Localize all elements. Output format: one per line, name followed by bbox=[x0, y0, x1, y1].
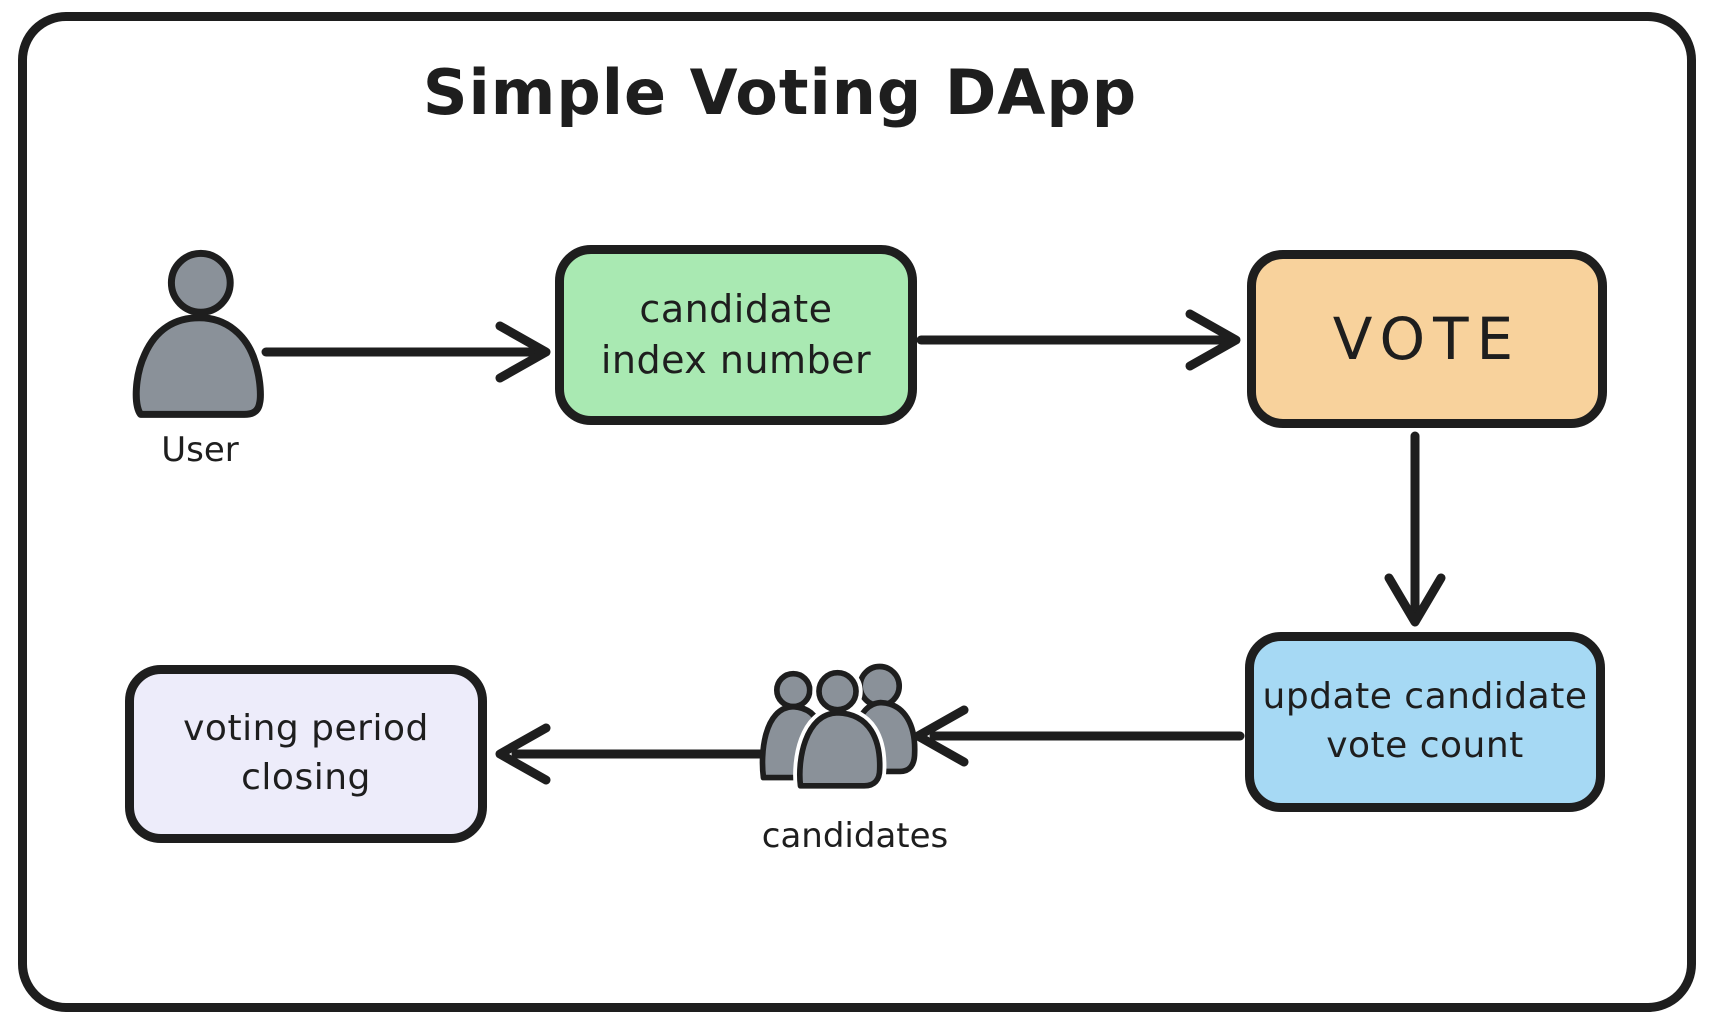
node-vote-label: VOTE bbox=[1332, 305, 1522, 373]
node-vote: VOTE bbox=[1247, 250, 1607, 428]
candidates-label: candidates bbox=[761, 816, 949, 856]
people-group-icon bbox=[759, 663, 918, 792]
node-update-count-line2: vote count bbox=[1326, 725, 1524, 766]
node-candidate-index-line2: index number bbox=[600, 338, 872, 382]
node-candidate-index-line1: candidate bbox=[639, 286, 833, 331]
node-voting-period-line1: voting period bbox=[183, 708, 429, 750]
node-update-candidate-vote-count: update candidate vote count bbox=[1245, 632, 1605, 812]
node-candidate-index-number: candidate index number bbox=[555, 245, 917, 425]
user-label: User bbox=[161, 430, 239, 470]
diagram-title: Simple Voting DApp bbox=[422, 56, 1138, 129]
node-update-count-line1: update candidate bbox=[1262, 676, 1588, 718]
diagram-border bbox=[18, 12, 1696, 1012]
person-icon bbox=[132, 249, 264, 418]
node-voting-period-line2: closing bbox=[241, 757, 371, 798]
node-voting-period-closing: voting period closing bbox=[125, 665, 487, 843]
